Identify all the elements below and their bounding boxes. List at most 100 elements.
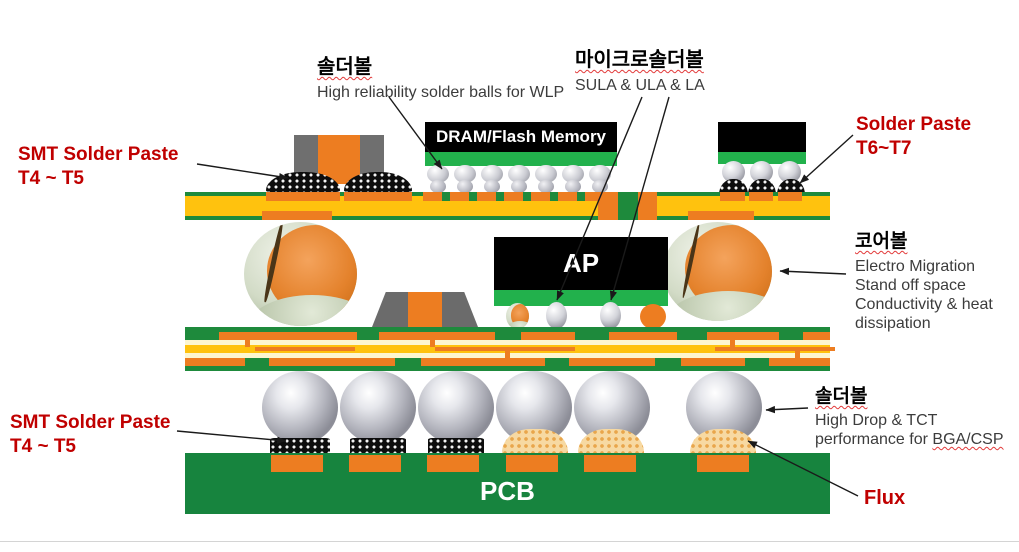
copper-pad: [720, 192, 745, 201]
copper-pad: [778, 192, 802, 201]
micro-core-ball-core: [510, 303, 529, 327]
solder-paste-mound: [719, 179, 748, 196]
trace-gap: [677, 332, 707, 340]
smt-paste-deposit: [350, 438, 406, 457]
substrate-edge: [185, 327, 830, 332]
micro-solder-ball: [588, 165, 612, 193]
prepreg-layer: [185, 340, 830, 345]
label-flux: Flux: [864, 487, 906, 509]
copper-pad-array: [423, 192, 615, 201]
pcb-pad: [584, 455, 636, 472]
trace-gap: [495, 332, 521, 340]
micro-solder-ball: [561, 165, 585, 193]
trace-gap: [245, 358, 269, 366]
pcb-pad: [349, 455, 401, 472]
copper-pad: [688, 211, 754, 220]
micro-solder-ball: [480, 165, 504, 193]
inner-trace: [435, 347, 575, 351]
label-solder-ball-top-heading: 솔더볼: [317, 56, 373, 78]
via-column: [598, 192, 618, 220]
bga-solder-ball: [418, 371, 494, 444]
dram-chip: DRAM/Flash Memory: [425, 122, 617, 152]
label-smt-solder-paste-bottom: SMT Solder Paste T4 ~ T5: [10, 411, 171, 459]
trace-gap: [655, 358, 681, 366]
bga-solder-ball: [340, 371, 416, 444]
substrate-edge: [185, 216, 830, 220]
arrow-solder-ball-bottom: [765, 405, 809, 414]
micro-solder-ball: [534, 165, 558, 193]
dram-underfill-strip: [425, 152, 617, 166]
copper-pad: [266, 192, 340, 201]
trace-gap: [545, 358, 569, 366]
via: [245, 340, 250, 347]
via: [430, 340, 435, 347]
label-smt-top-line1: SMT Solder Paste: [18, 144, 179, 165]
solder-ball-small: [750, 161, 773, 183]
trace-layer-bottom: [185, 358, 830, 366]
label-solder-ball-bottom: 솔더볼 High Drop & TCT performance for BGA/…: [815, 381, 1004, 450]
micro-solder-ball-ap: [600, 302, 621, 329]
inner-trace: [715, 347, 835, 351]
arrow-smt-paste-top: [196, 163, 289, 181]
solder-paste-mound: [777, 179, 805, 196]
label-smt-bottom-line2: T4 ~ T5: [10, 435, 76, 457]
micro-solder-ball: [507, 165, 531, 193]
bottom-substrate: [185, 327, 835, 371]
trace-gap: [779, 332, 803, 340]
label-micro-solder-ball-heading: 마이크로솔더볼: [575, 49, 704, 71]
copper-pad: [749, 192, 773, 201]
copper-pad: [344, 192, 412, 201]
solder-paste-mound: [748, 179, 776, 196]
label-bga-prefix: performance for: [815, 430, 933, 448]
bga-solder-ball: [262, 371, 338, 444]
trace-gap: [357, 332, 379, 340]
via-core: [618, 192, 638, 220]
pcb-label: PCB: [480, 476, 535, 506]
arrow-solder-paste-right: [799, 134, 854, 184]
ap-chip: AP: [494, 237, 668, 290]
core-ball-right: [663, 222, 772, 321]
substrate-edge: [185, 366, 830, 371]
label-bga-csp: BGA/CSP: [932, 430, 1004, 448]
slide-divider: [0, 541, 1019, 542]
arrow-core-ball: [779, 267, 847, 276]
trace-gap: [575, 332, 609, 340]
label-micro-solder-ball-desc: SULA & ULA & LA: [575, 77, 705, 94]
top-substrate: [185, 192, 830, 220]
copper-pillar-ball: [640, 304, 666, 329]
label-core-ball: 코어볼 Electro Migration Stand off space Co…: [855, 226, 1019, 334]
label-solder-ball-bottom-line2: performance for BGA/CSP: [815, 431, 1004, 450]
pcb-pad: [697, 455, 749, 472]
pcb-board: PCB: [185, 453, 830, 514]
core-ball-left: [244, 222, 357, 326]
inner-trace: [255, 347, 355, 351]
label-smt-bottom-line1: SMT Solder Paste: [10, 412, 171, 433]
solder-ball-small: [778, 161, 801, 183]
via-column: [638, 192, 657, 220]
smt-paste-deposit: [428, 438, 484, 457]
passive-component-middle-body: [408, 292, 442, 327]
via: [505, 351, 510, 358]
label-core-ball-heading: 코어볼: [855, 231, 908, 252]
solder-paste-mound: [344, 172, 412, 192]
label-solder-ball-top: 솔더볼 High reliability solder balls for WL…: [317, 50, 564, 103]
via: [730, 340, 735, 347]
micro-solder-ball: [453, 165, 477, 193]
small-chip-right: [718, 122, 806, 152]
label-micro-solder-ball: 마이크로솔더볼 SULA & ULA & LA: [575, 43, 705, 96]
micro-solder-ball-ap: [546, 302, 567, 329]
label-core-ball-line2: Stand off space: [855, 276, 966, 294]
label-solder-ball-bottom-heading: 솔더볼: [815, 386, 868, 407]
via: [795, 351, 800, 358]
pcb-pad: [427, 455, 479, 472]
micro-core-ball-shell: [506, 321, 529, 329]
label-smt-top-line2: T4 ~ T5: [18, 167, 84, 189]
label-core-ball-line1: Electro Migration: [855, 258, 976, 275]
label-smt-solder-paste-top: SMT Solder Paste T4 ~ T5: [18, 143, 179, 191]
solder-ball-small: [722, 161, 745, 183]
micro-core-ball: [506, 303, 529, 329]
trace-gap: [395, 358, 421, 366]
label-paste-right-line1: Solder Paste: [856, 114, 972, 135]
trace-gap: [745, 358, 769, 366]
